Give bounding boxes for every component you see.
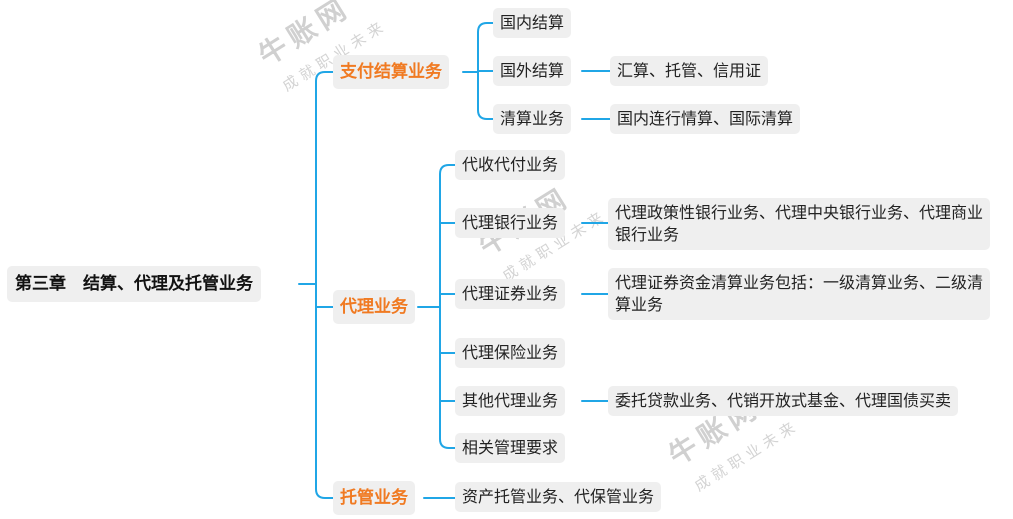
detail-label: 汇算、托管、信用证	[617, 61, 762, 80]
root-node: 第三章 结算、代理及托管业务	[7, 266, 261, 302]
node-label: 代理保险业务	[462, 343, 559, 362]
node-management-requirements: 相关管理要求	[455, 433, 566, 463]
node-label: 代理银行业务	[462, 213, 559, 232]
node-foreign-settlement: 国外结算	[493, 56, 572, 86]
detail-label: 国内连行情算、国际清算	[617, 109, 794, 128]
node-collection-payment: 代收代付业务	[455, 150, 566, 180]
connector-agency	[417, 164, 456, 449]
branch-label: 托管业务	[340, 488, 408, 508]
node-label: 资产托管业务、代保管业务	[462, 487, 655, 506]
node-label: 代理证券业务	[462, 284, 559, 303]
detail-label: 委托贷款业务、代销开放式基金、代理国债买卖	[615, 391, 952, 410]
detail-agency-banking: 代理政策性银行业务、代理中央银行业务、代理商业银行业务	[608, 198, 990, 250]
detail-agency-securities: 代理证券资金清算业务包括：一级清算业务、二级清算业务	[608, 268, 990, 320]
detail-label: 代理政策性银行业务、代理中央银行业务、代理商业银行业务	[615, 203, 984, 244]
node-label: 国外结算	[500, 61, 565, 80]
node-agency-banking: 代理银行业务	[455, 208, 566, 238]
node-label: 代收代付业务	[462, 155, 559, 174]
node-other-agency: 其他代理业务	[455, 386, 566, 416]
detail-clearing: 国内连行情算、国际清算	[610, 104, 801, 134]
root-label: 第三章 结算、代理及托管业务	[15, 274, 253, 294]
detail-label: 代理证券资金清算业务包括：一级清算业务、二级清算业务	[615, 273, 984, 314]
branch-label: 支付结算业务	[340, 62, 442, 82]
node-domestic-settlement: 国内结算	[493, 8, 572, 38]
node-label: 其他代理业务	[462, 391, 559, 410]
detail-foreign-settlement: 汇算、托管、信用证	[610, 56, 769, 86]
node-agency-insurance: 代理保险业务	[455, 338, 566, 368]
connector-payment	[462, 22, 494, 120]
node-label: 清算业务	[500, 109, 565, 128]
branch-payment-settlement: 支付结算业务	[333, 55, 449, 89]
branch-label: 代理业务	[340, 297, 408, 317]
connector-root	[298, 71, 334, 499]
node-clearing: 清算业务	[493, 104, 572, 134]
node-label: 国内结算	[500, 13, 565, 32]
node-asset-custody: 资产托管业务、代保管业务	[455, 482, 662, 512]
branch-agency: 代理业务	[333, 290, 415, 324]
detail-other-agency: 委托贷款业务、代销开放式基金、代理国债买卖	[608, 386, 959, 416]
branch-custody: 托管业务	[333, 481, 415, 515]
node-label: 相关管理要求	[462, 438, 559, 457]
node-agency-securities: 代理证券业务	[455, 279, 566, 309]
